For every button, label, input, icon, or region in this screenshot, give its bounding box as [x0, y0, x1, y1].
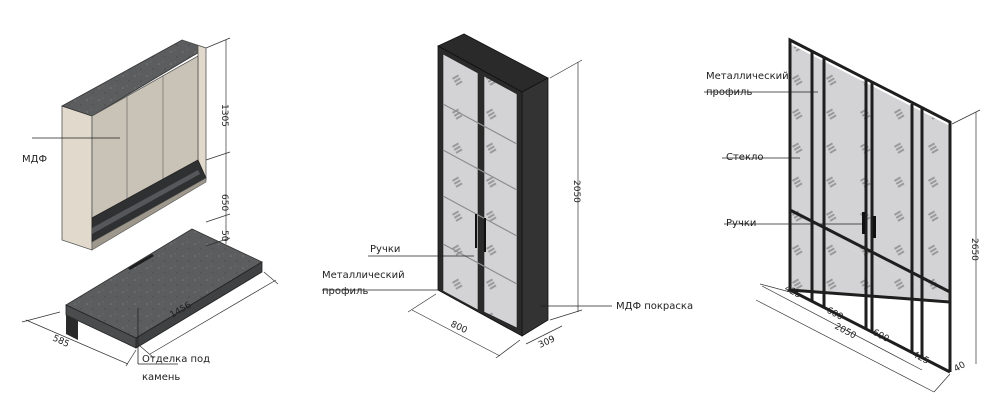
cab2-dim-height: 2050: [549, 59, 583, 321]
cab2-dim-width-text: 800: [449, 320, 469, 336]
partition-dim-height: 2650 40: [951, 109, 981, 375]
partition-label-handles: Ручки: [726, 218, 756, 229]
cab2-label-handles: Ручки: [370, 244, 400, 255]
cab2-shelves: [442, 103, 518, 285]
cab1-dim-h-middle: 650: [219, 194, 229, 211]
partition-dim-height-text: 2650: [969, 238, 979, 261]
partition-label-profile-1: Металлический: [706, 71, 789, 82]
partition-glass: [790, 44, 950, 300]
cab1-niche-shelf: [92, 170, 200, 234]
cab1-dim-depth-text: 585: [51, 334, 71, 350]
cab1-label-stone-1: Отделка под: [142, 354, 210, 365]
cab2-side: [521, 77, 549, 337]
cab1-dim-h-upper: 1305: [219, 104, 229, 127]
cab1-console-side: [65, 304, 137, 349]
partition-dim-total: 2050: [833, 322, 858, 342]
cab2-glass-left: [442, 53, 479, 311]
partition-label-profile-2: профиль: [706, 87, 752, 98]
cab2-glass-right: [483, 75, 518, 329]
partition-glass-lower: [790, 218, 950, 300]
cab1-label-mdf: МДФ: [22, 154, 47, 165]
partition-dim-depth-text: 40: [953, 360, 968, 375]
cab2-label-mdf-paint: МДФ покраска: [616, 301, 693, 312]
cab1-base: [91, 177, 207, 251]
cab2-dim-width: 800: [407, 293, 521, 359]
partition-handle-left: [862, 212, 865, 234]
cab1-label-stone-2: камень: [142, 372, 180, 383]
cab1-console-leg: [66, 315, 78, 340]
cab1-dim-vertical: 1305 650 50: [205, 37, 231, 247]
cabinet-1: 1305 650 50 1456 585 МДФ Отделка под кам…: [21, 37, 279, 383]
partition-dim-seg4: 425: [911, 350, 931, 367]
cabinet-2: 2050 800 309 Ручки Металлический профиль…: [322, 33, 693, 359]
cab2-label-profile-1: Металлический: [322, 270, 405, 281]
partition-mullions: [788, 40, 924, 358]
cab1-left-panel: [61, 105, 93, 251]
partition: 2650 40 425 600 2050 600 425 Металлическ…: [704, 37, 981, 393]
partition-handle-right: [873, 216, 876, 238]
cab2-dim-height-text: 2050: [571, 180, 581, 203]
partition-dim-seg3: 600: [871, 328, 891, 345]
cab2-handle-left: [475, 214, 477, 248]
cab1-console-slot: [128, 254, 154, 270]
partition-label-glass: Стекло: [726, 152, 764, 163]
cab2-label-profile-2: профиль: [322, 286, 368, 297]
cab1-dim-h-bottom: 50: [219, 230, 229, 242]
cab2-handle-right: [484, 218, 486, 252]
